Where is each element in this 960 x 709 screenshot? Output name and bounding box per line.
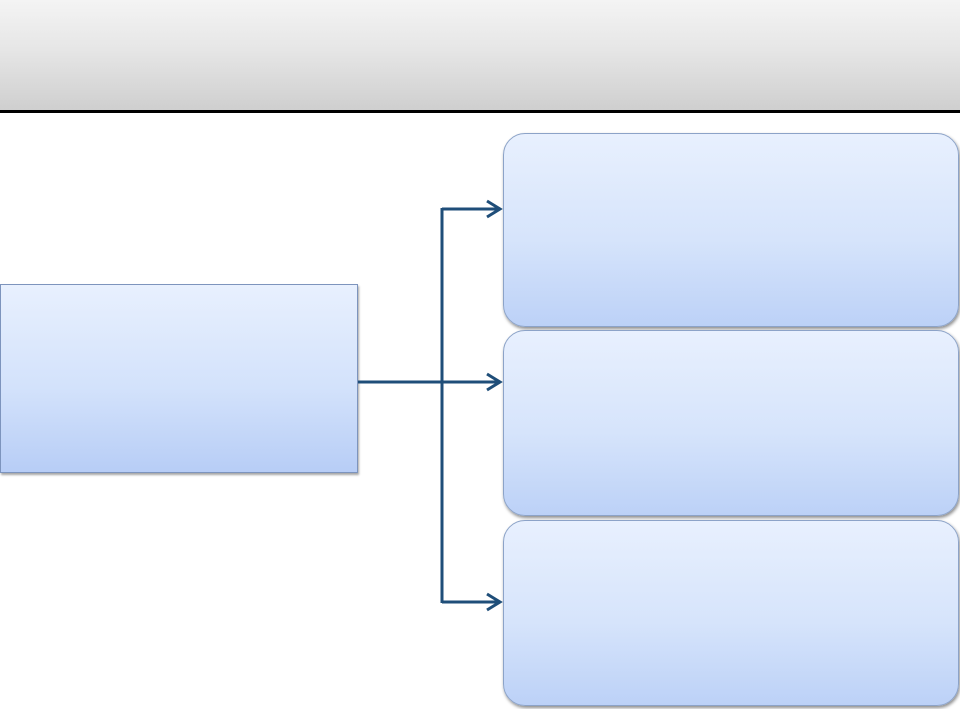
header-band xyxy=(0,0,960,110)
header-divider xyxy=(0,110,960,113)
slide-title xyxy=(40,30,920,80)
arrowhead-icon xyxy=(486,372,503,392)
target-box-2 xyxy=(503,330,959,516)
arrowhead-icon xyxy=(486,199,503,219)
target-box-3 xyxy=(503,520,959,706)
arrowhead-icon xyxy=(486,592,503,612)
target-box-1 xyxy=(503,133,959,327)
source-box xyxy=(0,284,358,473)
